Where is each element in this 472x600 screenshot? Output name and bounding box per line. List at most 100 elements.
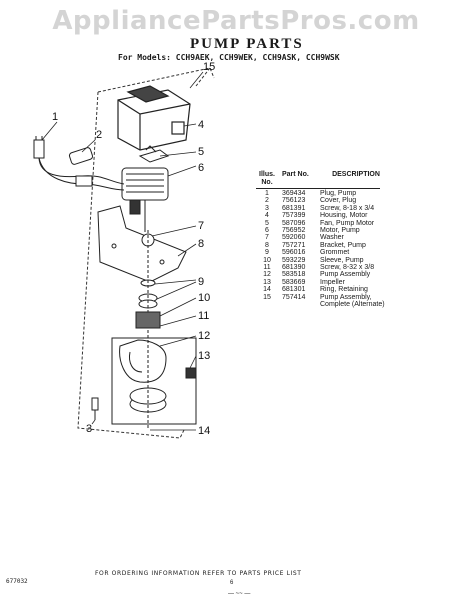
cell-part-no: 583518	[282, 271, 306, 279]
cell-description: Impeller	[320, 278, 345, 286]
parts-table-header: Illus. No. Part No. DESCRIPTION	[256, 171, 392, 187]
cell-part-no: 756123	[282, 197, 306, 205]
table-row: 15 757414 Pump Assembly, Complete (Alterna…	[256, 294, 392, 309]
callout-2: 2	[96, 129, 102, 141]
cell-part-no: 681390	[282, 264, 306, 272]
cell-description: Fan, Pump Motor	[320, 219, 375, 227]
cell-illus-no: 11	[263, 264, 271, 272]
motor	[121, 167, 169, 232]
cell-illus-no: 4	[265, 212, 269, 220]
cell-part-no: 587096	[282, 219, 306, 227]
table-row: 5 587096 Fan, Pump Motor	[256, 220, 392, 227]
cell-part-no: 756952	[282, 227, 306, 235]
cell-illus-no: 10	[263, 256, 271, 264]
plug-and-cord	[33, 136, 125, 191]
cell-description: Bracket, Pump	[320, 241, 366, 249]
callout-10: 10	[198, 292, 210, 304]
table-row: 2 756123 Cover, Plug	[256, 197, 392, 204]
watermark: AppliancePartsPros.com	[52, 6, 420, 36]
callout-13: 13	[198, 350, 210, 362]
callout-7: 7	[198, 220, 204, 232]
cell-illus-no: 8	[265, 241, 269, 249]
fan	[138, 145, 170, 163]
cell-description: Screw, 8-32 x 3/8	[320, 264, 375, 272]
cell-illus-no: 3	[265, 204, 269, 212]
cell-description: Ring, Retaining	[320, 286, 368, 294]
leader-lines	[41, 71, 204, 431]
cell-illus-no: 7	[265, 234, 269, 242]
cell-part-no: 757414	[282, 293, 306, 301]
callout-6: 6	[198, 162, 204, 174]
cell-illus-no: 14	[263, 286, 271, 294]
callout-14: 14	[198, 425, 210, 437]
pump-bracket	[97, 205, 187, 283]
cell-illus-no: 1	[265, 190, 269, 197]
header-part-no: Part No.	[282, 171, 309, 178]
table-row: 4 757399 Housing, Motor	[256, 212, 392, 219]
page-number: 6	[230, 580, 234, 586]
page-title: PUMP PARTS	[190, 36, 304, 52]
cell-description: Sleeve, Pump	[320, 256, 364, 264]
callout-numbers: 15 1 2 4 5 6 7 8 9 10 11 12 13 3 14	[52, 61, 215, 437]
cell-part-no: 757399	[282, 212, 306, 220]
header-rule	[256, 188, 380, 189]
cell-illus-no: 2	[265, 197, 269, 205]
ordering-footer: FOR ORDERING INFORMATION REFER TO PARTS …	[95, 570, 302, 577]
cell-description: Washer	[320, 234, 344, 242]
cell-description: Screw, 8-18 x 3/4	[320, 204, 375, 212]
table-row: 8 757271 Bracket, Pump	[256, 242, 392, 249]
callout-1: 1	[52, 111, 58, 123]
table-row: 7 592060 Washer	[256, 234, 392, 241]
cell-description: Pump Assembly, Complete (Alternate)	[320, 293, 385, 309]
callout-15: 15	[203, 61, 215, 73]
pump-assembly-box	[111, 330, 197, 430]
motor-housing	[117, 85, 191, 151]
cell-description: Motor, Pump	[320, 227, 360, 235]
document-number: 677032	[6, 578, 28, 585]
bottom-mark: — ~~ —	[228, 591, 251, 597]
callout-3: 3	[86, 423, 92, 435]
cell-illus-no: 12	[263, 271, 271, 279]
table-row: 3 681391 Screw, 8-18 x 3/4	[256, 205, 392, 212]
cell-description: Plug, Pump	[320, 190, 357, 197]
cell-part-no: 681301	[282, 286, 306, 294]
cell-description: Grommet	[320, 249, 350, 257]
assembly-outline	[77, 67, 215, 439]
table-row: 6 756952 Motor, Pump	[256, 227, 392, 234]
cell-part-no: 592060	[282, 234, 306, 242]
callout-4: 4	[198, 119, 204, 131]
cell-description: Pump Assembly	[320, 271, 371, 279]
cell-part-no: 681391	[282, 204, 306, 212]
cell-illus-no: 5	[265, 219, 269, 227]
table-row: 12 583518 Pump Assembly	[256, 271, 392, 278]
cell-illus-no: 9	[265, 249, 269, 257]
table-row: 10 593229 Sleeve, Pump	[256, 257, 392, 264]
cell-part-no: 369434	[282, 190, 306, 197]
callout-9: 9	[198, 276, 204, 288]
callout-12: 12	[198, 330, 210, 342]
models-line: For Models: CCH9AEK, CCH9WEK, CCH9ASK, C…	[118, 53, 340, 62]
cell-illus-no: 15	[263, 293, 271, 301]
table-row: 1 369434 Plug, Pump	[256, 190, 392, 197]
cell-part-no: 757271	[282, 241, 306, 249]
table-row: 11 681390 Screw, 8-32 x 3/8	[256, 264, 392, 271]
cell-part-no: 596016	[282, 249, 306, 257]
callout-11: 11	[198, 310, 209, 322]
table-row: 14 681301 Ring, Retaining	[256, 286, 392, 293]
cell-part-no: 583669	[282, 278, 306, 286]
cell-part-no: 593229	[282, 256, 306, 264]
header-description: DESCRIPTION	[332, 171, 380, 178]
cell-description: Housing, Motor	[320, 212, 368, 220]
grommets-and-sleeve	[135, 230, 161, 329]
cell-illus-no: 13	[263, 278, 271, 286]
screw-3	[91, 397, 99, 420]
cell-illus-no: 6	[265, 227, 269, 235]
cell-description: Cover, Plug	[320, 197, 357, 205]
table-row: 9 596016 Grommet	[256, 249, 392, 256]
callout-5: 5	[198, 146, 204, 158]
table-row: 13 583669 Impeller	[256, 279, 392, 286]
callout-8: 8	[198, 238, 204, 250]
